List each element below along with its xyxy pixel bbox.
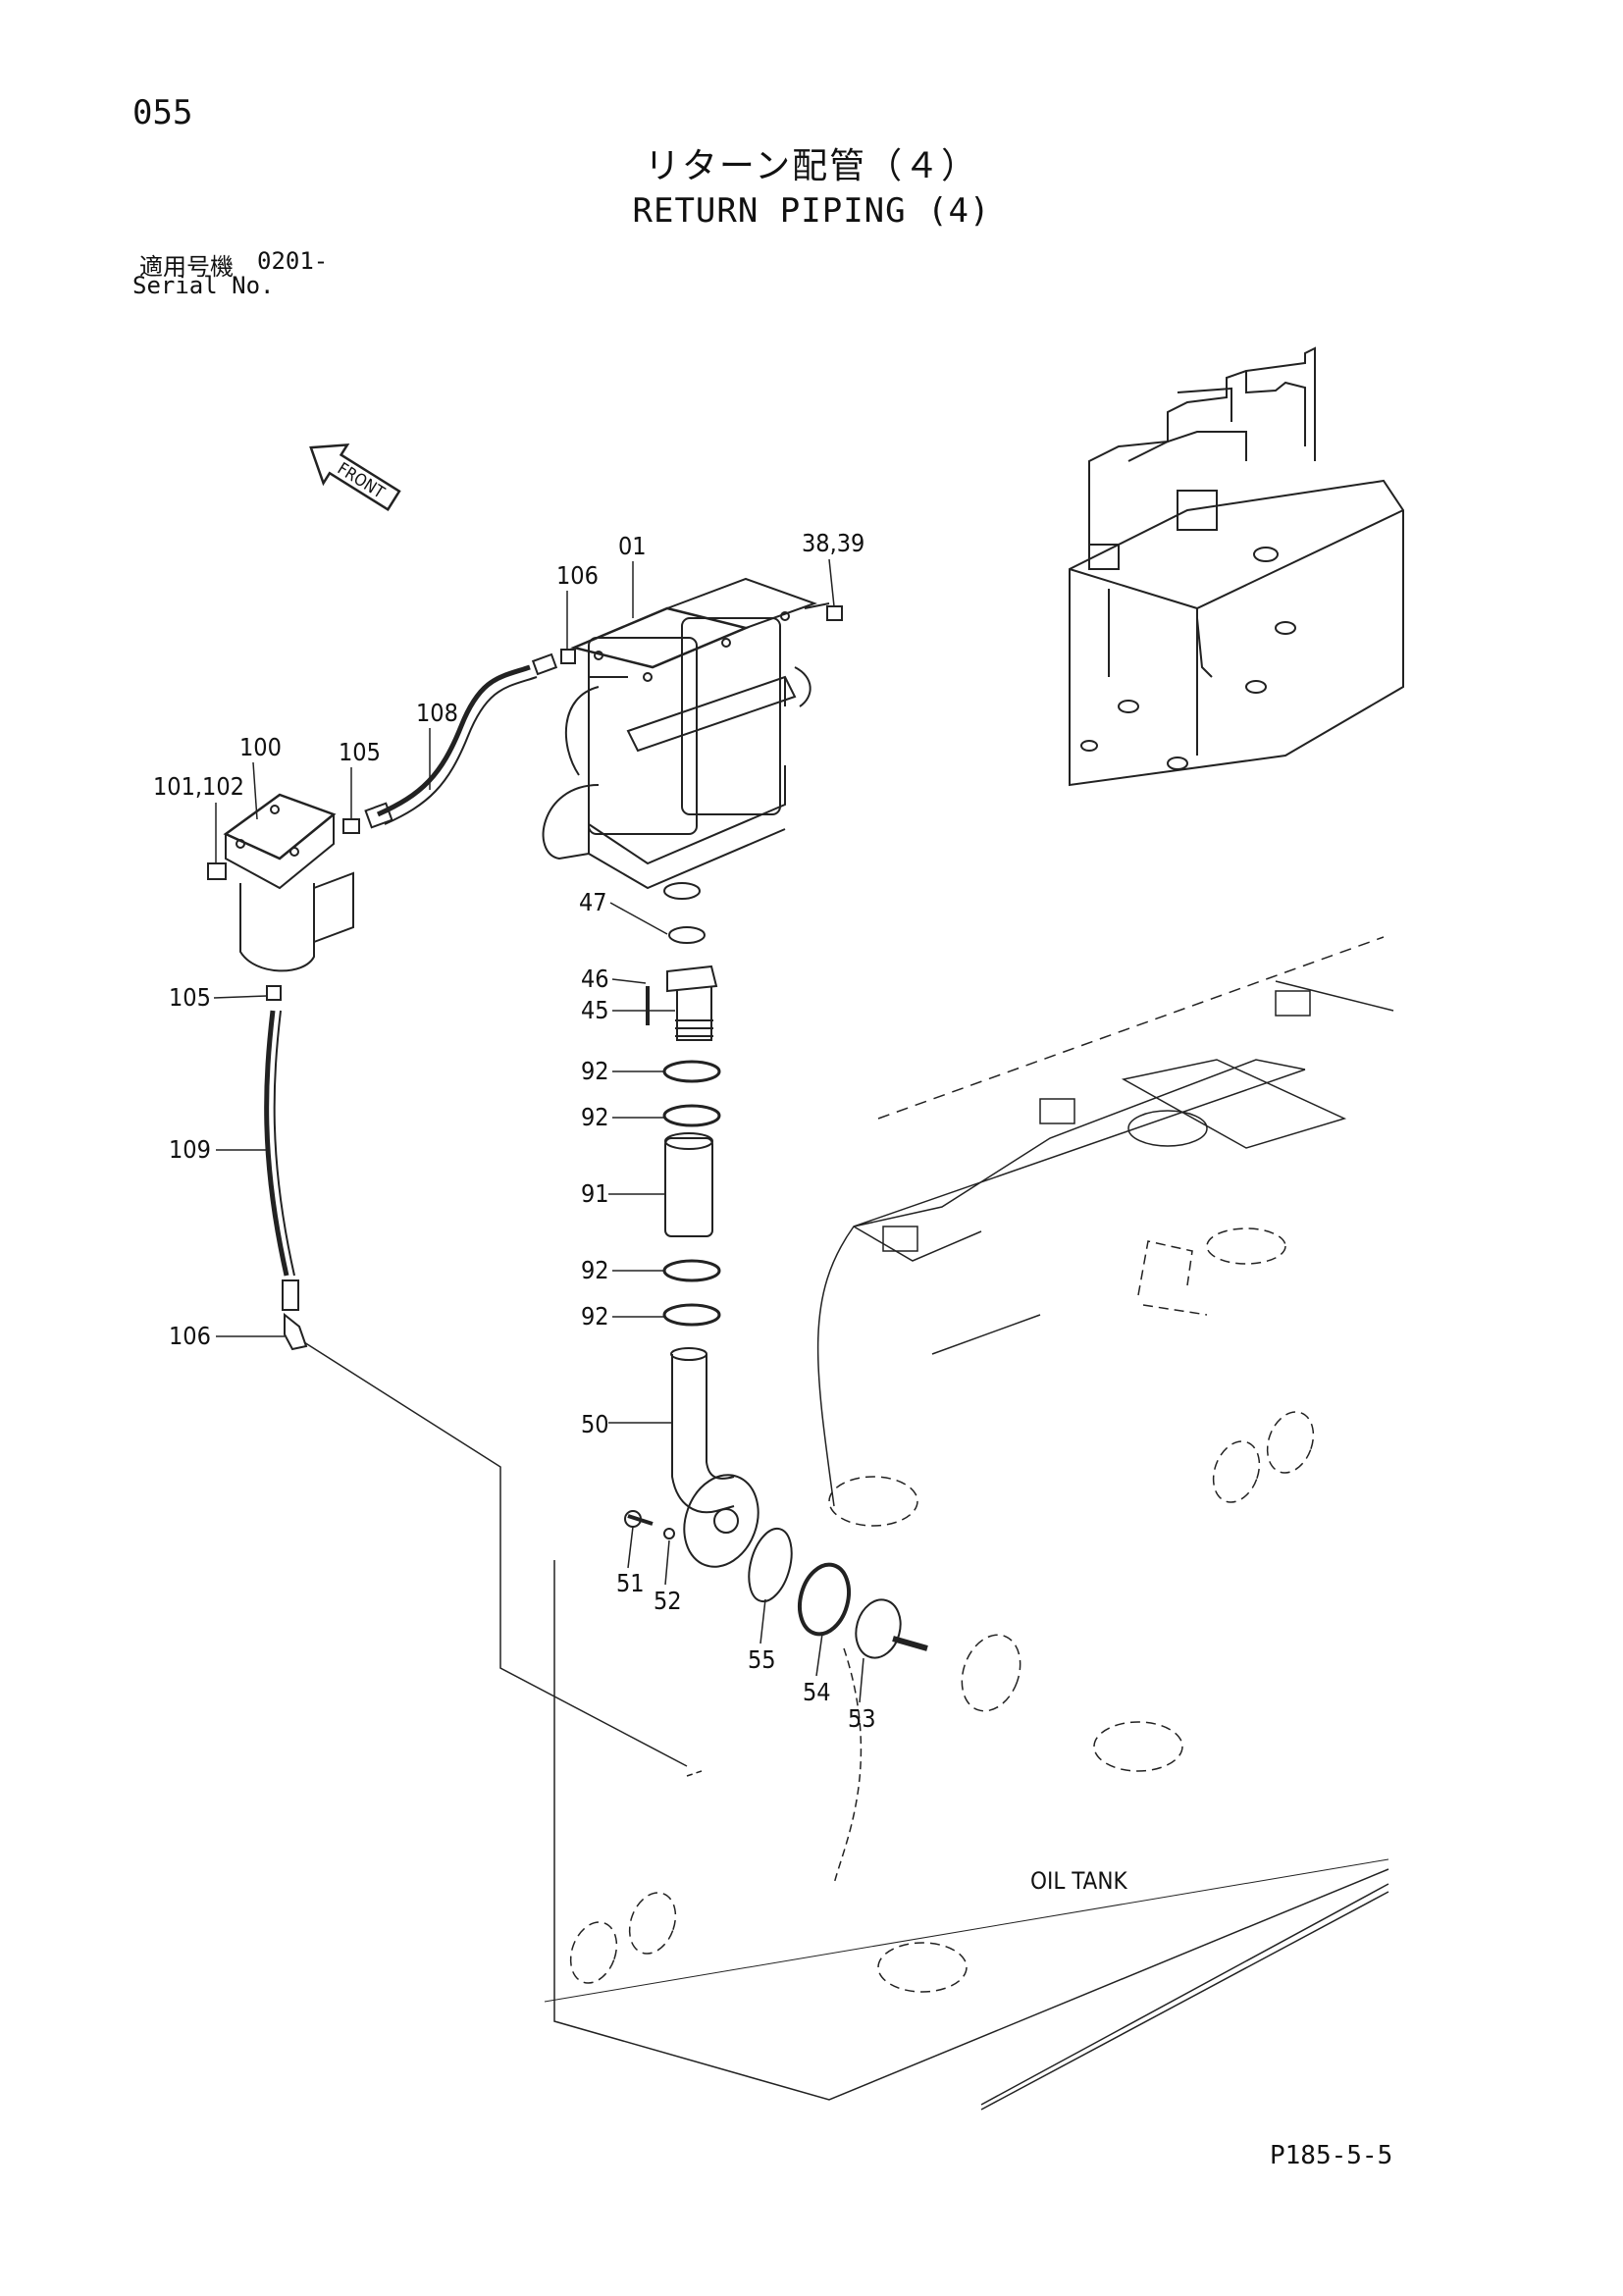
overview-tank-illustration bbox=[1069, 346, 1404, 787]
part-label-108: 108 bbox=[416, 699, 458, 727]
part-label-91: 91 bbox=[581, 1179, 609, 1208]
pipe-stack bbox=[624, 926, 928, 1659]
part-label-92-1: 92 bbox=[581, 1057, 609, 1085]
part-label-46: 46 bbox=[581, 965, 609, 993]
oil-tank-label: OIL TANK bbox=[1030, 1867, 1127, 1895]
hose-109 bbox=[264, 985, 308, 1351]
part-label-50: 50 bbox=[581, 1410, 609, 1438]
part-label-45: 45 bbox=[581, 996, 609, 1024]
page-number: 055 bbox=[132, 93, 193, 132]
part-label-01: 01 bbox=[618, 532, 647, 560]
part-label-53: 53 bbox=[848, 1704, 876, 1733]
part-label-51: 51 bbox=[616, 1569, 645, 1597]
serial-label-jp: 適用号機 bbox=[139, 253, 234, 281]
oil-tank-illustration bbox=[544, 936, 1394, 2111]
part-label-109: 109 bbox=[169, 1135, 211, 1164]
part-label-52: 52 bbox=[654, 1587, 682, 1615]
part-label-100: 100 bbox=[239, 733, 282, 761]
page-title-jp: リターン配管（４） bbox=[644, 146, 979, 186]
page-code: P185-5-5 bbox=[1270, 2141, 1393, 2170]
drain-line bbox=[303, 1341, 688, 1767]
page-title-en: RETURN PIPING (4) bbox=[632, 191, 991, 231]
part-label-92-3: 92 bbox=[581, 1256, 609, 1284]
part-label-105-left: 105 bbox=[169, 983, 211, 1012]
part-label-101-102: 101,102 bbox=[153, 772, 244, 801]
serial-value: 0201- bbox=[257, 247, 329, 275]
part-label-38-39: 38,39 bbox=[802, 529, 864, 557]
part-label-55: 55 bbox=[748, 1645, 776, 1674]
serial-label-en: Serial No. bbox=[132, 272, 275, 299]
part-label-106-bottom: 106 bbox=[169, 1322, 211, 1350]
part-callouts: 01 38,39 106 108 100 101,102 105 105 109… bbox=[153, 529, 876, 1733]
front-arrow-icon: FRONT bbox=[309, 443, 401, 512]
hose-108 bbox=[342, 649, 576, 834]
part-label-92-4: 92 bbox=[581, 1302, 609, 1331]
part-label-92-2: 92 bbox=[581, 1103, 609, 1131]
part-label-54: 54 bbox=[803, 1678, 831, 1706]
part-label-106-top: 106 bbox=[556, 561, 599, 590]
part-label-105-top: 105 bbox=[339, 738, 381, 766]
return-filter-assembly bbox=[542, 577, 843, 900]
part-label-47: 47 bbox=[579, 888, 607, 916]
filter-100 bbox=[207, 793, 354, 972]
